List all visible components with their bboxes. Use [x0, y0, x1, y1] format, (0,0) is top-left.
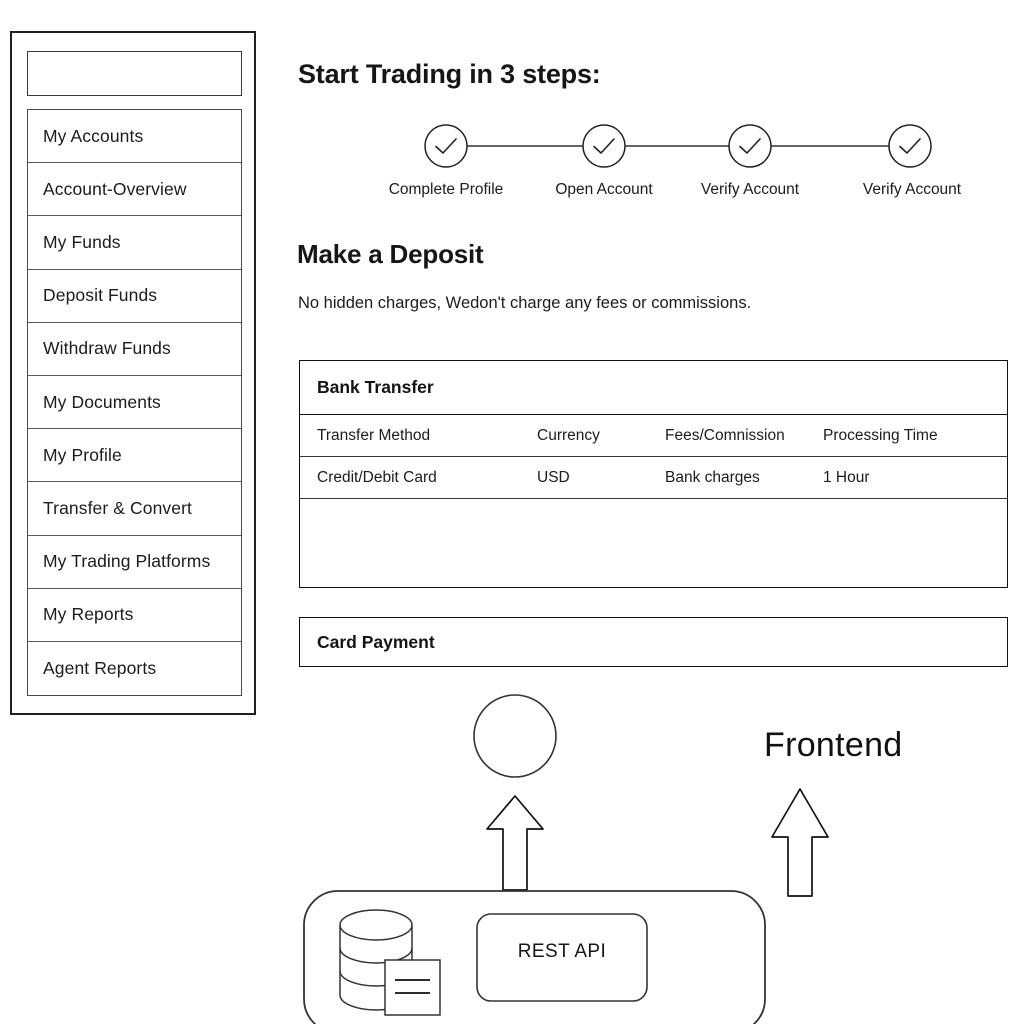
sidebar-item-agent-reports[interactable]: Agent Reports: [28, 641, 241, 696]
cell-processing-time: 1 Hour: [823, 468, 870, 486]
frontend-label: Frontend: [764, 726, 903, 764]
sidebar-item-label: Deposit Funds: [43, 285, 158, 306]
step-label-3: Verify Account: [700, 181, 800, 198]
check-icon: [435, 138, 457, 154]
column-header-processing-time: Processing Time: [823, 426, 938, 444]
sidebar-item-my-trading-platforms[interactable]: My Trading Platforms: [28, 535, 241, 589]
sidebar-item-account-overview[interactable]: Account-Overview: [28, 163, 241, 217]
step-label-2: Open Account: [555, 181, 653, 198]
cell-transfer-method: Credit/Debit Card: [317, 468, 437, 486]
cell-fees: Bank charges: [665, 468, 760, 486]
document-icon: [384, 959, 441, 1016]
card-payment-title: Card Payment: [317, 631, 435, 652]
check-icon: [739, 138, 761, 154]
sidebar-item-my-funds[interactable]: My Funds: [28, 216, 241, 270]
step-label-1: Complete Profile: [388, 181, 504, 198]
sidebar-nav: My Accounts Account-Overview My Funds De…: [27, 109, 242, 697]
sidebar-item-label: Account-Overview: [43, 178, 187, 199]
step-circle-3[interactable]: [728, 124, 772, 168]
arrow-up-icon: [771, 788, 829, 897]
bank-transfer-card: Bank Transfer Transfer Method Currency F…: [299, 360, 1008, 588]
column-header-currency: Currency: [537, 426, 600, 444]
sidebar-item-withdraw-funds[interactable]: Withdraw Funds: [28, 322, 241, 376]
sidebar-item-label: My Profile: [43, 444, 122, 465]
column-header-fees: Fees/Comnission: [665, 426, 785, 444]
check-icon: [593, 138, 615, 154]
sidebar-item-deposit-funds[interactable]: Deposit Funds: [28, 269, 241, 323]
deposit-heading: Make a Deposit: [297, 239, 484, 269]
sidebar-item-label: Agent Reports: [43, 657, 157, 678]
page-title: Start Trading in 3 steps:: [298, 59, 601, 89]
sidebar-item-label: My Reports: [43, 604, 134, 625]
sidebar-item-label: My Documents: [43, 391, 161, 412]
stepper-track: [424, 124, 932, 168]
table-row[interactable]: Credit/Debit Card USD Bank charges 1 Hou…: [300, 457, 1007, 499]
check-icon: [899, 138, 921, 154]
sidebar-item-label: Transfer & Convert: [43, 497, 192, 518]
step-circle-4[interactable]: [888, 124, 932, 168]
step-circle-1[interactable]: [424, 124, 468, 168]
sidebar-item-label: Withdraw Funds: [43, 338, 171, 359]
search-input[interactable]: [27, 51, 242, 96]
rest-api-label: REST API: [517, 941, 607, 962]
step-label-4: Verify Account: [862, 181, 962, 198]
sidebar-item-label: My Funds: [43, 231, 121, 252]
sidebar-item-label: My Accounts: [43, 125, 144, 146]
bank-transfer-title: Bank Transfer: [300, 361, 1007, 415]
cell-currency: USD: [537, 468, 570, 486]
sidebar-item-my-profile[interactable]: My Profile: [28, 429, 241, 483]
table-empty-body: [300, 499, 1007, 587]
circle-node-icon: [473, 694, 557, 778]
sidebar-item-my-documents[interactable]: My Documents: [28, 375, 241, 430]
sidebar-item-transfer-convert[interactable]: Transfer & Convert: [28, 482, 241, 536]
sidebar-item-label: My Trading Platforms: [43, 551, 211, 572]
sidebar-item-my-accounts[interactable]: My Accounts: [28, 110, 241, 164]
onboarding-stepper: Complete Profile Open Account Verify Acc…: [298, 120, 1010, 210]
column-header-transfer-method: Transfer Method: [317, 426, 431, 444]
card-payment-section[interactable]: Card Payment: [299, 617, 1008, 667]
step-circle-2[interactable]: [582, 124, 626, 168]
sidebar-item-my-reports[interactable]: My Reports: [28, 588, 241, 642]
deposit-subtitle: No hidden charges, Wedon't charge any fe…: [298, 294, 752, 312]
arrow-up-icon: [486, 795, 544, 891]
table-header-row: Transfer Method Currency Fees/Comnission…: [300, 415, 1007, 457]
database-icon: [339, 909, 413, 1011]
